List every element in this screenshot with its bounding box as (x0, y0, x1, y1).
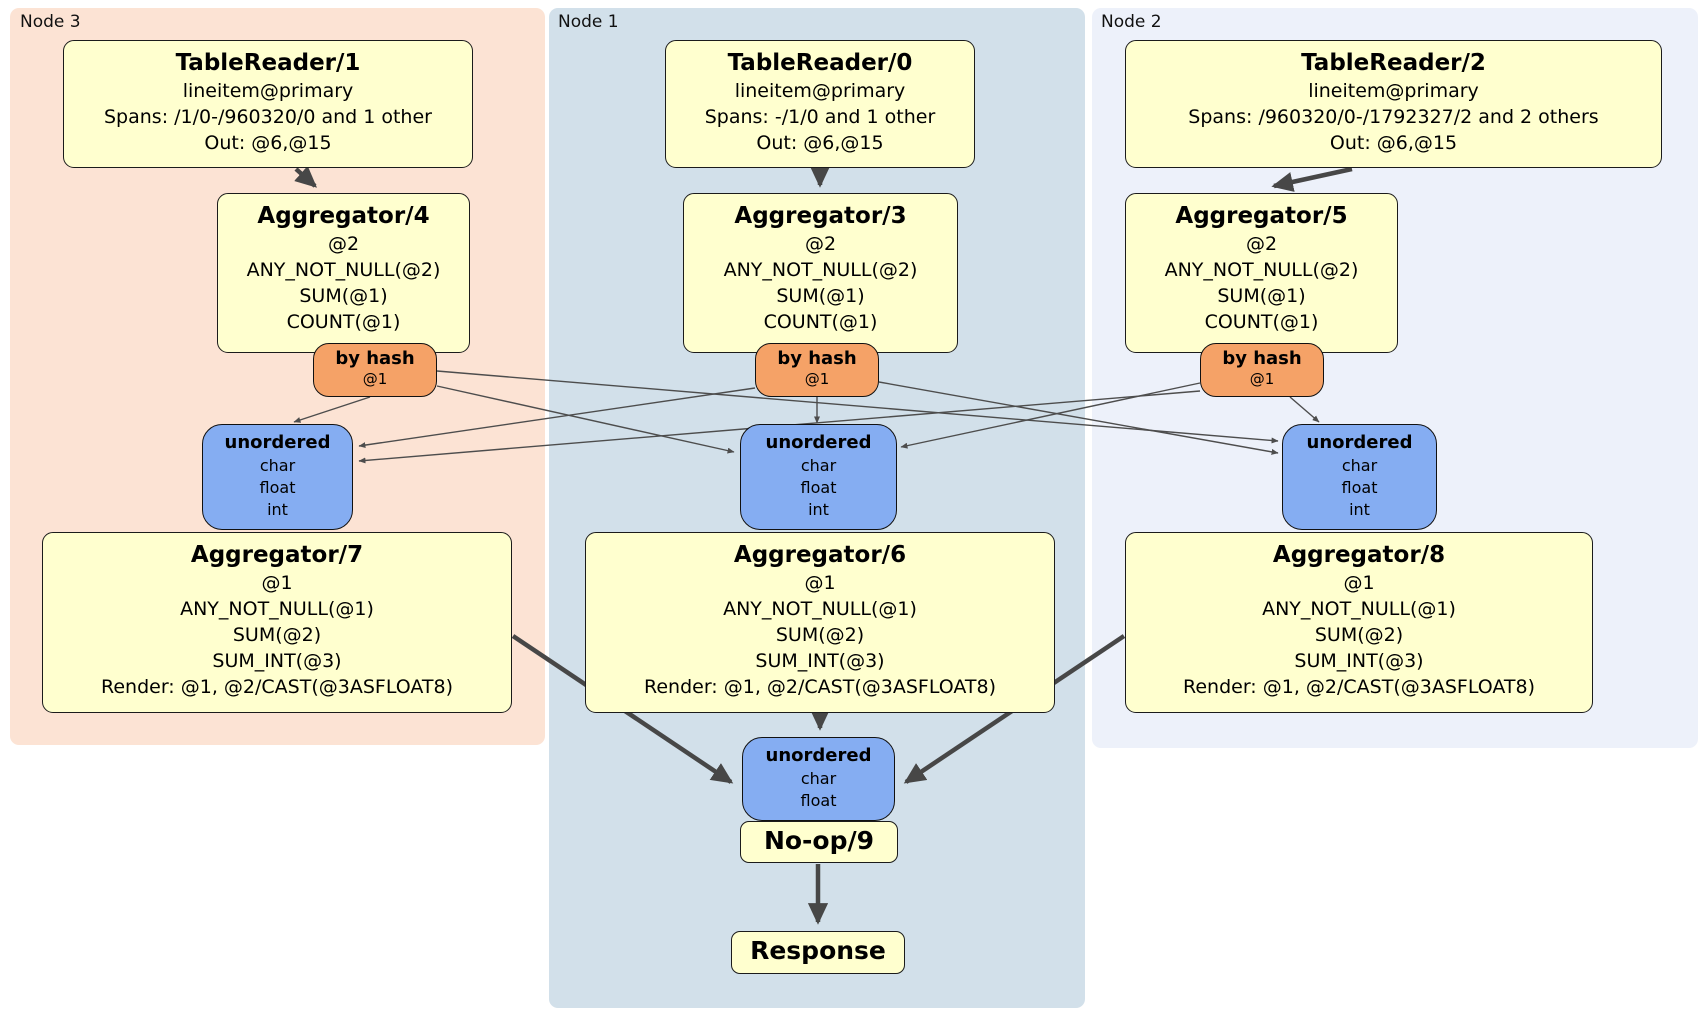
processor-detail: ANY_NOT_NULL(@1) (723, 598, 917, 620)
processor-detail: ANY_NOT_NULL(@1) (1262, 598, 1456, 620)
node1-label: Node 1 (558, 12, 619, 32)
sync-detail: float (1341, 478, 1378, 497)
processor-detail: SUM(@1) (776, 285, 865, 307)
response-box: Response (731, 931, 905, 974)
processor-detail: Out: @6,@15 (756, 132, 884, 154)
processor-detail: Spans: /1/0-/960320/0 and 1 other (104, 106, 432, 128)
sync-detail: char (800, 456, 837, 475)
processor-detail: lineitem@primary (734, 80, 906, 102)
aggregator-4-box: Aggregator/4 @2 ANY_NOT_NULL(@2) SUM(@1)… (217, 193, 470, 353)
processor-detail: Render: @1, @2/CAST(@3ASFLOAT8) (101, 676, 453, 698)
processor-detail: @1 (1343, 572, 1375, 594)
unordered-sync-node2: unordered char float int (1282, 424, 1437, 530)
processor-detail: @1 (261, 572, 293, 594)
table-reader-0-box: TableReader/0 lineitem@primary Spans: -/… (665, 40, 975, 168)
processor-title: TableReader/1 (175, 50, 361, 76)
processor-detail: SUM(@1) (299, 285, 388, 307)
hash-router-node3: by hash @1 (313, 343, 437, 397)
processor-detail: COUNT(@1) (1204, 311, 1319, 333)
node2-label: Node 2 (1101, 12, 1162, 32)
processor-detail: SUM(@2) (775, 624, 865, 646)
processor-title: Aggregator/8 (1272, 542, 1446, 568)
sync-detail: int (808, 500, 829, 519)
processor-detail: ANY_NOT_NULL(@2) (723, 259, 918, 281)
processor-title: Response (750, 936, 886, 965)
aggregator-6-box: Aggregator/6 @1 ANY_NOT_NULL(@1) SUM(@2)… (585, 532, 1055, 713)
processor-title: Aggregator/7 (190, 542, 364, 568)
processor-detail: SUM_INT(@3) (1294, 650, 1424, 672)
processor-title: TableReader/0 (727, 50, 913, 76)
unordered-sync-node3: unordered char float int (202, 424, 353, 530)
sync-detail: char (800, 769, 837, 788)
processor-detail: Render: @1, @2/CAST(@3ASFLOAT8) (1183, 676, 1535, 698)
processor-detail: SUM_INT(@3) (212, 650, 342, 672)
processor-detail: SUM(@1) (1217, 285, 1306, 307)
unordered-sync-final: unordered char float (742, 737, 895, 821)
aggregator-8-box: Aggregator/8 @1 ANY_NOT_NULL(@1) SUM(@2)… (1125, 532, 1593, 713)
sync-title: unordered (224, 432, 331, 453)
router-detail: @1 (362, 370, 388, 388)
processor-detail: SUM_INT(@3) (755, 650, 885, 672)
processor-detail: @1 (804, 572, 836, 594)
processor-title: No-op/9 (763, 826, 875, 855)
sync-detail: int (1349, 500, 1370, 519)
router-title: by hash (777, 348, 857, 369)
processor-title: Aggregator/4 (257, 203, 430, 229)
aggregator-5-box: Aggregator/5 @2 ANY_NOT_NULL(@2) SUM(@1)… (1125, 193, 1398, 353)
aggregator-3-box: Aggregator/3 @2 ANY_NOT_NULL(@2) SUM(@1)… (683, 193, 958, 353)
processor-detail: lineitem@primary (182, 80, 354, 102)
table-reader-1-box: TableReader/1 lineitem@primary Spans: /1… (63, 40, 473, 168)
unordered-sync-node1: unordered char float int (740, 424, 897, 530)
router-title: by hash (1222, 348, 1302, 369)
sync-detail: char (1341, 456, 1378, 475)
sync-detail: int (267, 500, 288, 519)
processor-detail: @2 (804, 233, 837, 255)
node3-label: Node 3 (20, 12, 81, 32)
processor-detail: @2 (1245, 233, 1278, 255)
processor-detail: Out: @6,@15 (1329, 132, 1458, 154)
processor-title: Aggregator/5 (1175, 203, 1348, 229)
hash-router-node2: by hash @1 (1200, 343, 1324, 397)
processor-title: Aggregator/6 (733, 542, 907, 568)
processor-detail: ANY_NOT_NULL(@2) (1164, 259, 1359, 281)
sync-detail: float (800, 478, 837, 497)
processor-detail: COUNT(@1) (286, 311, 401, 333)
processor-detail: lineitem@primary (1308, 80, 1479, 102)
sync-detail: float (259, 478, 296, 497)
processor-detail: ANY_NOT_NULL(@2) (246, 259, 441, 281)
processor-detail: @2 (327, 233, 360, 255)
router-title: by hash (335, 348, 415, 369)
sync-title: unordered (1306, 432, 1413, 453)
sync-detail: char (259, 456, 296, 475)
aggregator-7-box: Aggregator/7 @1 ANY_NOT_NULL(@1) SUM(@2)… (42, 532, 512, 713)
processor-detail: Spans: /960320/0-/1792327/2 and 2 others (1188, 106, 1599, 128)
processor-detail: ANY_NOT_NULL(@1) (180, 598, 374, 620)
noop-9-box: No-op/9 (740, 821, 898, 863)
processor-detail: Render: @1, @2/CAST(@3ASFLOAT8) (644, 676, 996, 698)
processor-detail: Spans: -/1/0 and 1 other (704, 106, 936, 128)
sync-detail: float (800, 791, 837, 810)
processor-detail: SUM(@2) (1314, 624, 1404, 646)
router-detail: @1 (804, 370, 830, 388)
sync-title: unordered (765, 432, 872, 453)
processor-title: Aggregator/3 (734, 203, 907, 229)
table-reader-2-box: TableReader/2 lineitem@primary Spans: /9… (1125, 40, 1662, 168)
processor-detail: SUM(@2) (232, 624, 322, 646)
router-detail: @1 (1249, 370, 1275, 388)
processor-detail: Out: @6,@15 (204, 132, 332, 154)
processor-title: TableReader/2 (1301, 50, 1486, 76)
processor-detail: COUNT(@1) (763, 311, 878, 333)
sync-title: unordered (765, 745, 872, 766)
hash-router-node1: by hash @1 (755, 343, 879, 397)
